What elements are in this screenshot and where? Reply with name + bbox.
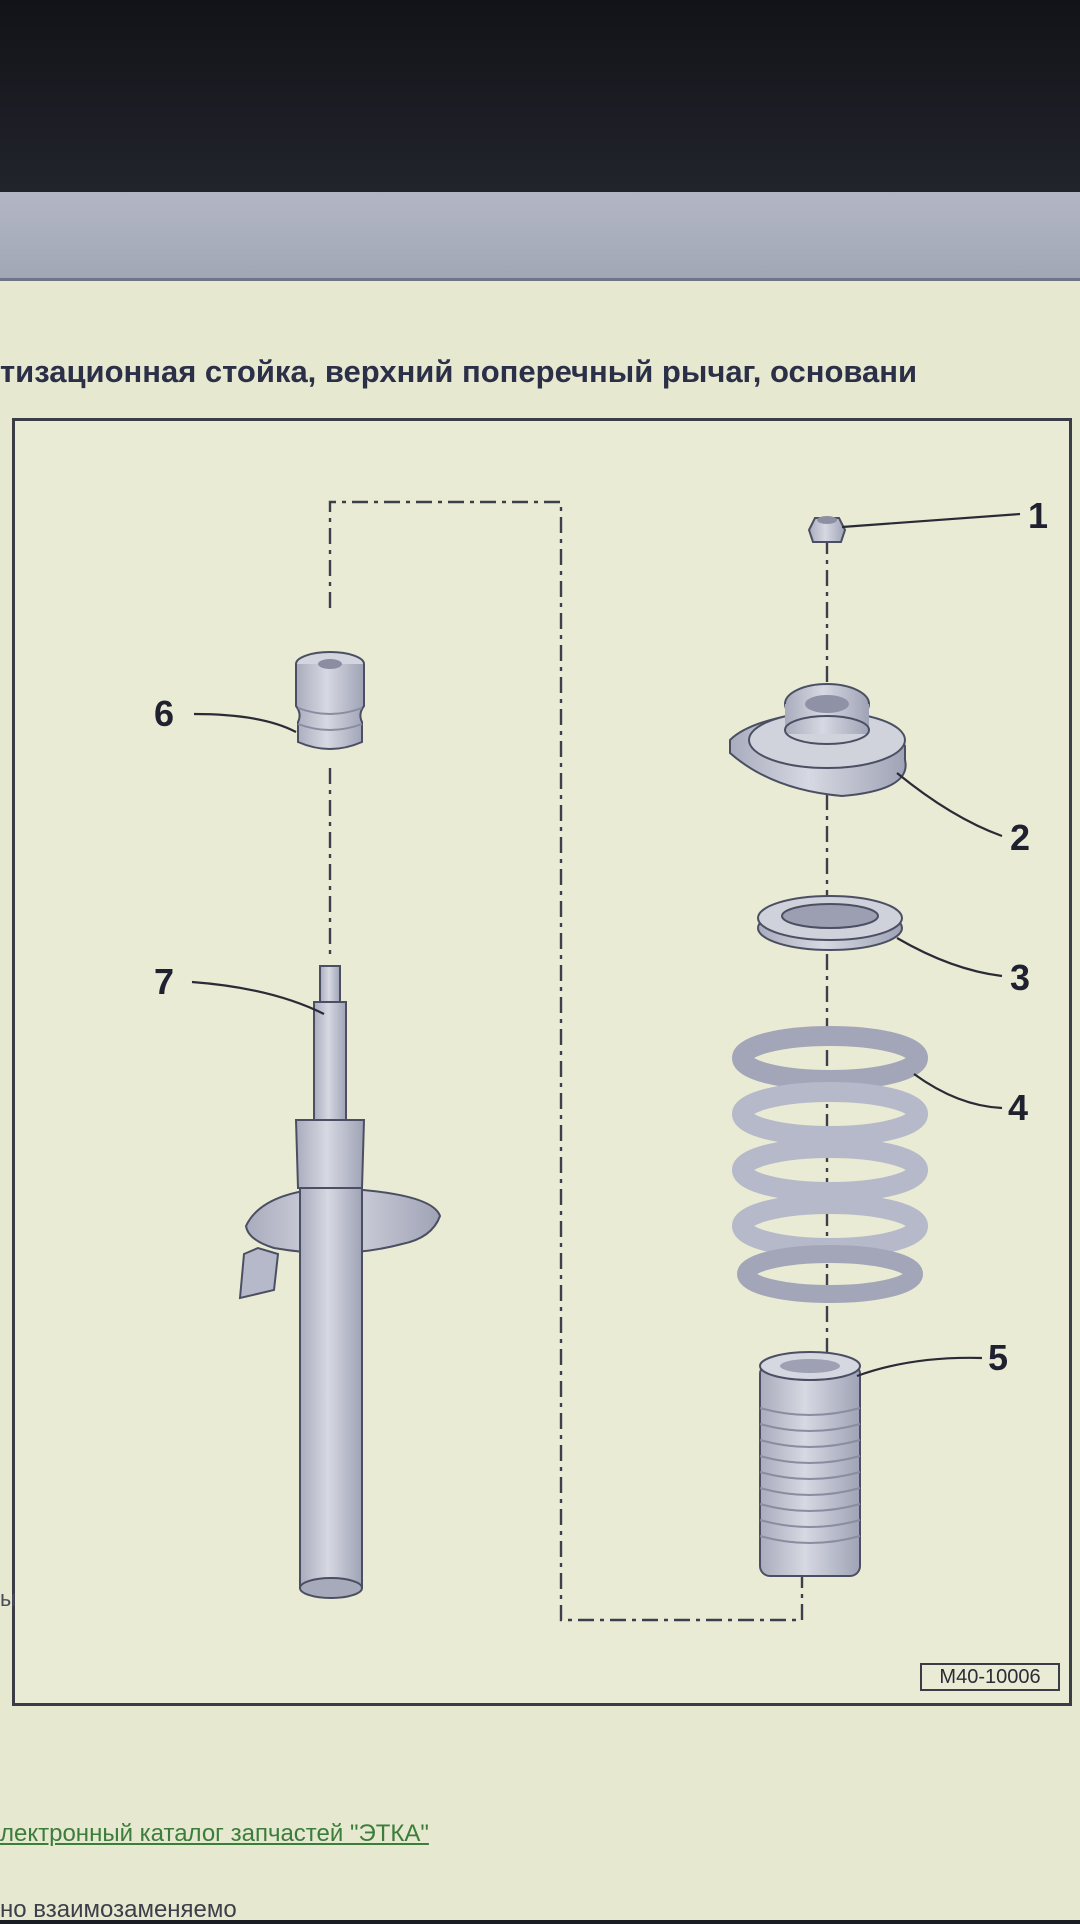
- callout-6: 6: [154, 693, 174, 734]
- callout-4: 4: [1008, 1087, 1028, 1128]
- part-4-coil-spring: [732, 1026, 928, 1303]
- exploded-strut-diagram: 1 2 3 4 5 6 7: [154, 495, 1048, 1622]
- part-3-spring-plate: [757, 895, 903, 951]
- bottom-text-fragment: но взаимозаменяемо: [0, 1896, 237, 1923]
- diagram-frame: [12, 418, 1072, 1706]
- assembly-connection-line: [328, 500, 804, 1622]
- part-5-dust-boot: [759, 1351, 861, 1577]
- part-7-shock-absorber: [238, 965, 442, 1599]
- callout-3: 3: [1010, 957, 1030, 998]
- side-text-fragment: ы: [0, 1586, 16, 1611]
- callout-1: 1: [1028, 495, 1048, 536]
- diagram-reference-code: M40-10006: [920, 1663, 1060, 1691]
- callout-7: 7: [154, 961, 174, 1002]
- callout-leader-lines: [191, 512, 1021, 1378]
- screen-top-dark-area: [0, 0, 1080, 192]
- part-2-strut-mount: [729, 683, 907, 798]
- part-6-bump-stop: [295, 651, 365, 750]
- callout-5: 5: [988, 1337, 1008, 1378]
- window-toolbar: [0, 192, 1080, 281]
- part-1-nut: [807, 516, 847, 543]
- etka-catalog-link[interactable]: лектронный каталог запчастей "ЭТКА": [0, 1820, 429, 1847]
- page-heading: тизационная стойка, верхний поперечный р…: [0, 354, 918, 389]
- callout-2: 2: [1010, 817, 1030, 858]
